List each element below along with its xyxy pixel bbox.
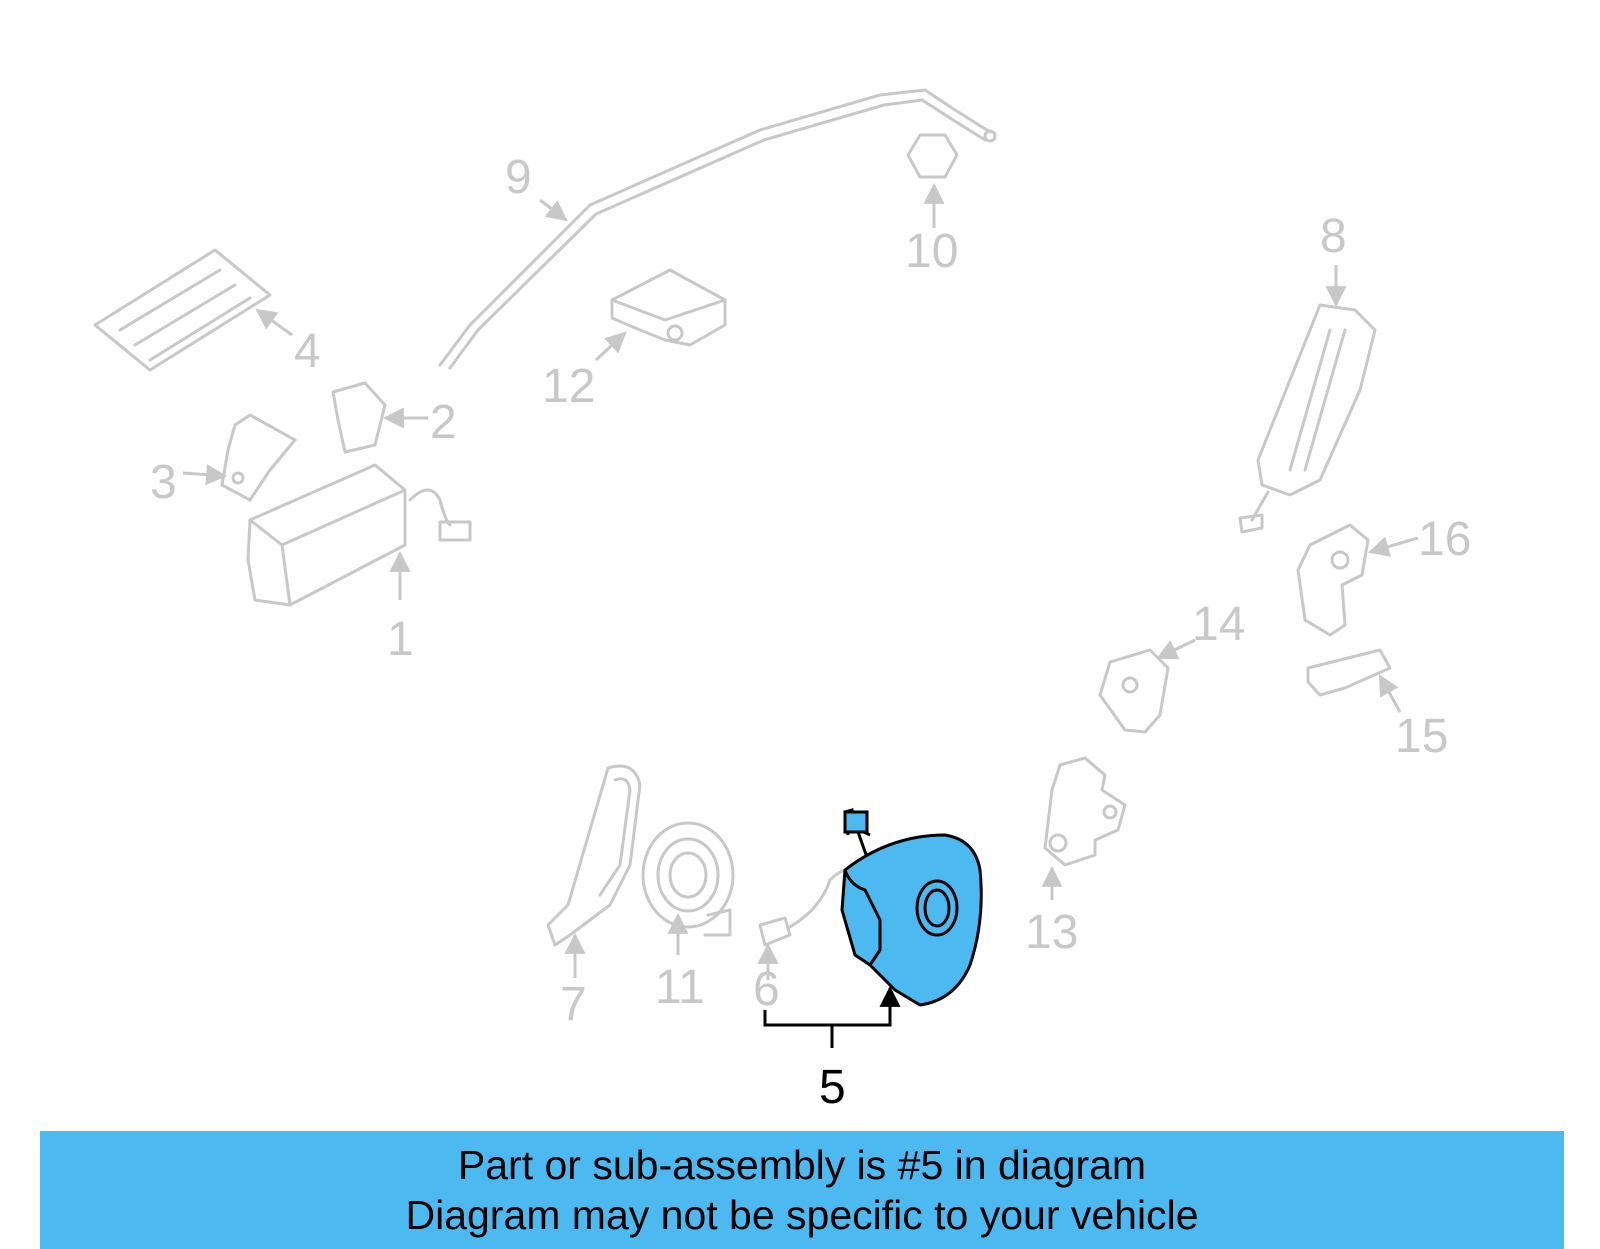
arrow-16 [1367, 536, 1419, 557]
part-14-sensor[interactable] [1098, 648, 1170, 734]
arrow-4 [255, 308, 293, 337]
part-12-module[interactable] [610, 268, 727, 347]
part-2-bracket[interactable] [331, 381, 387, 454]
callout-10: 10 [905, 225, 958, 278]
banner-line-1: Part or sub-assembly is #5 in diagram [457, 1142, 1147, 1188]
callout-16: 16 [1418, 513, 1471, 566]
part-1-passenger-airbag[interactable] [246, 463, 472, 607]
callout-15: 15 [1395, 710, 1448, 763]
banner-line-2: Diagram may not be specific to your vehi… [405, 1192, 1199, 1238]
callout-14: 14 [1192, 598, 1245, 651]
arrow-14 [1156, 638, 1196, 660]
part-8-side-airbag[interactable] [1238, 303, 1377, 534]
callout-12: 12 [542, 360, 595, 413]
callout-1: 1 [387, 613, 414, 666]
part-3-bracket[interactable] [220, 413, 297, 502]
arrow-9 [539, 198, 568, 222]
callout-8: 8 [1320, 210, 1347, 263]
part-5-driver-airbag[interactable] [840, 808, 983, 1007]
arrow-15 [1378, 674, 1402, 713]
part-15-sensor[interactable] [1306, 648, 1392, 697]
part-11-clockspring[interactable] [641, 821, 735, 937]
arrow-12 [594, 331, 627, 362]
callout-6: 6 [753, 963, 780, 1016]
callout-7: 7 [560, 978, 587, 1031]
part-9-curtain-airbag[interactable] [438, 88, 997, 370]
callout-2: 2 [430, 396, 457, 449]
part-7-airbag[interactable] [546, 764, 642, 947]
callout-5: 5 [819, 1061, 846, 1114]
callout-4: 4 [294, 325, 321, 378]
callout-13: 13 [1025, 906, 1078, 959]
part-13-sensor[interactable] [1043, 756, 1127, 867]
part-16-bracket[interactable] [1296, 523, 1370, 637]
arrow-3 [182, 464, 228, 486]
parts-diagram: 1 2 3 4 5 6 7 8 9 10 11 12 13 14 15 16 [93, 88, 1471, 1114]
callout-3: 3 [150, 456, 177, 509]
callout-9: 9 [505, 151, 532, 204]
info-banner: Part or sub-assembly is #5 in diagram Di… [40, 1131, 1564, 1249]
part-10-nut[interactable] [906, 133, 959, 179]
part-4-panel[interactable] [93, 248, 272, 372]
bracket-5 [763, 990, 892, 1027]
callout-11: 11 [655, 961, 705, 1014]
